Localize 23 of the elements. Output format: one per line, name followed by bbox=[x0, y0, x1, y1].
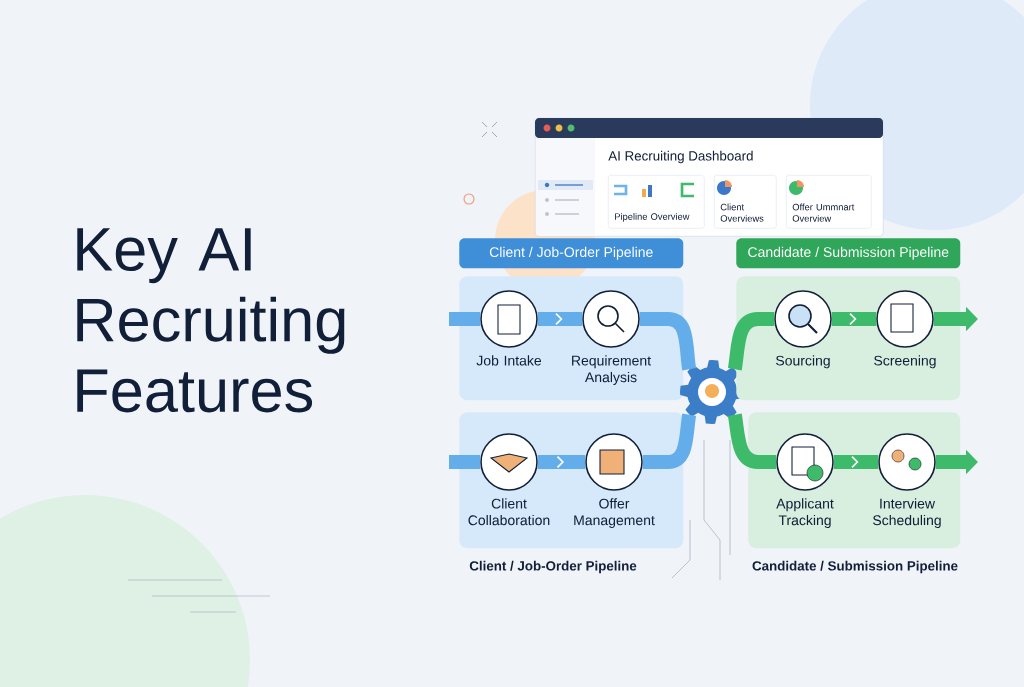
step-label: Offer Management bbox=[574, 498, 655, 528]
section-header: Client / Job-Order Pipeline bbox=[459, 238, 684, 269]
section-header: Candidate / Submission Pipeline bbox=[736, 238, 961, 269]
flow-band bbox=[831, 312, 877, 326]
pipeline-caption: Candidate / Submission Pipeline bbox=[752, 560, 958, 574]
step-label: Applicant Tracking bbox=[776, 498, 834, 528]
flow-band bbox=[449, 455, 481, 469]
flow-band bbox=[449, 312, 481, 326]
step-label: Requirement Analysis bbox=[572, 355, 651, 385]
flow-band bbox=[537, 455, 586, 469]
flow-band bbox=[537, 312, 583, 326]
overview-card: Pipeline Overview bbox=[608, 175, 705, 229]
step-label: Job Intake bbox=[476, 355, 542, 366]
flow-band bbox=[833, 455, 879, 469]
step-label: Sourcing bbox=[776, 355, 830, 369]
step-label: Interview Scheduling bbox=[873, 498, 941, 528]
window-title: AI Recruiting Dashboard bbox=[608, 150, 753, 164]
step-label: Client Collaboration bbox=[468, 498, 550, 526]
overview-card: Offer Ummnart Overview bbox=[786, 175, 872, 229]
overview-card: Client Overviews bbox=[714, 175, 777, 229]
pipeline-caption: Client / Job-Order Pipeline bbox=[469, 560, 637, 574]
step-label: Screening bbox=[874, 355, 936, 369]
title: Key AI Recruiting Features bbox=[77, 228, 345, 413]
